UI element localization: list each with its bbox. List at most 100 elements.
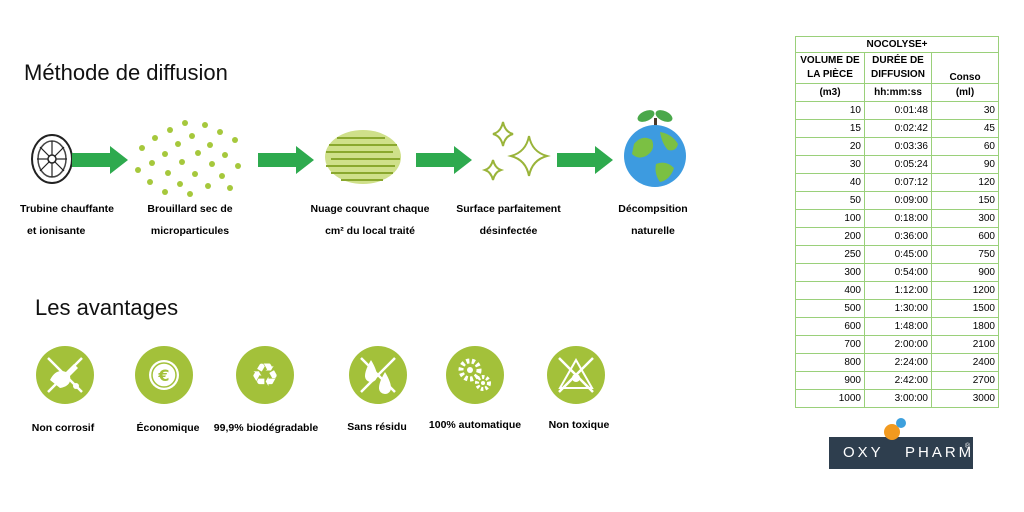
arrow-right-icon bbox=[258, 146, 314, 174]
consumption-table: NOCOLYSE+ VOLUME DE LA PIÈCE DURÉE DE DI… bbox=[795, 36, 999, 408]
cell-volume: 900 bbox=[795, 371, 865, 390]
logo-left-text: OXY bbox=[843, 444, 884, 461]
cell-conso: 1200 bbox=[931, 281, 999, 300]
logo-right-text: PHARM bbox=[905, 444, 975, 461]
no-drops-icon bbox=[349, 346, 407, 404]
advantage-label: Non toxique bbox=[548, 419, 610, 431]
advantage-label: Non corrosif bbox=[31, 422, 95, 434]
logo-registered-mark: ® bbox=[965, 443, 971, 450]
logo-blue-dot bbox=[896, 418, 906, 428]
cell-duration: 0:05:24 bbox=[864, 155, 932, 174]
oxypharm-logo: OXY PHARM ® bbox=[829, 437, 973, 469]
method-title: Méthode de diffusion bbox=[24, 60, 228, 85]
cell-duration: 1:48:00 bbox=[864, 317, 932, 336]
advantage-label: 99,9% biodégradable bbox=[213, 422, 319, 434]
header-conso: Conso bbox=[931, 52, 999, 84]
unit-conso: (ml) bbox=[931, 83, 999, 102]
step-caption: Trubine chauffante et ionisante bbox=[2, 198, 132, 242]
cell-duration: 0:45:00 bbox=[864, 245, 932, 264]
header-duration: DURÉE DE DIFFUSION bbox=[864, 52, 932, 84]
mist-icon bbox=[130, 118, 245, 198]
step-caption: Décompsition naturelle bbox=[598, 198, 708, 242]
step-caption-line2: désinfectée bbox=[479, 225, 538, 237]
cell-conso: 120 bbox=[931, 173, 999, 192]
cell-conso: 90 bbox=[931, 155, 999, 174]
cell-conso: 750 bbox=[931, 245, 999, 264]
cell-conso: 900 bbox=[931, 263, 999, 282]
header-volume-line1: VOLUME DE bbox=[800, 55, 860, 66]
advantage-label: 100% automatique bbox=[428, 419, 522, 431]
cell-volume: 50 bbox=[795, 191, 865, 210]
step-caption-line1: Trubine chauffante bbox=[20, 203, 114, 215]
cloud-icon bbox=[323, 128, 403, 191]
step-caption-line2: et ionisante bbox=[27, 225, 86, 237]
cell-volume: 200 bbox=[795, 227, 865, 246]
header-volume: VOLUME DE LA PIÈCE bbox=[795, 52, 865, 84]
cell-volume: 15 bbox=[795, 119, 865, 138]
cell-conso: 600 bbox=[931, 227, 999, 246]
cell-duration: 0:02:42 bbox=[864, 119, 932, 138]
cell-volume: 600 bbox=[795, 317, 865, 336]
cell-volume: 40 bbox=[795, 173, 865, 192]
arrow-right-icon bbox=[557, 146, 613, 174]
cell-volume: 800 bbox=[795, 353, 865, 372]
step-caption-line2: cm² du local traité bbox=[325, 225, 415, 237]
cell-volume: 20 bbox=[795, 137, 865, 156]
step-caption-line1: Surface parfaitement bbox=[456, 203, 561, 215]
cell-duration: 0:09:00 bbox=[864, 191, 932, 210]
no-corrosion-icon bbox=[36, 346, 94, 404]
cell-volume: 700 bbox=[795, 335, 865, 354]
step-caption-line1: Brouillard sec de bbox=[147, 203, 233, 215]
cell-duration: 2:42:00 bbox=[864, 371, 932, 390]
cell-conso: 150 bbox=[931, 191, 999, 210]
unit-volume: (m3) bbox=[795, 83, 865, 102]
step-caption-line2: naturelle bbox=[631, 225, 675, 237]
cell-volume: 30 bbox=[795, 155, 865, 174]
cell-volume: 250 bbox=[795, 245, 865, 264]
euro-coin-icon: € bbox=[135, 346, 193, 404]
step-caption: Nuage couvrant chaque cm² du local trait… bbox=[300, 198, 440, 242]
header-duration-line1: DURÉE DE bbox=[872, 55, 924, 66]
header-duration-line2: DIFFUSION bbox=[871, 69, 925, 80]
svg-text:€: € bbox=[157, 366, 169, 385]
cell-conso: 2400 bbox=[931, 353, 999, 372]
cell-duration: 0:18:00 bbox=[864, 209, 932, 228]
step-caption-line2: microparticules bbox=[150, 225, 230, 237]
cell-volume: 500 bbox=[795, 299, 865, 318]
cell-conso: 2700 bbox=[931, 371, 999, 390]
svg-text:♻: ♻ bbox=[251, 356, 280, 394]
cell-conso: 45 bbox=[931, 119, 999, 138]
cell-conso: 60 bbox=[931, 137, 999, 156]
table-title: NOCOLYSE+ bbox=[795, 36, 999, 53]
advantage-label: Sans résidu bbox=[347, 421, 407, 433]
arrow-right-icon bbox=[416, 146, 472, 174]
no-toxic-icon bbox=[547, 346, 605, 404]
cell-duration: 0:54:00 bbox=[864, 263, 932, 282]
cell-volume: 400 bbox=[795, 281, 865, 300]
cell-conso: 30 bbox=[931, 101, 999, 120]
cell-conso: 2100 bbox=[931, 335, 999, 354]
cell-duration: 1:12:00 bbox=[864, 281, 932, 300]
step-caption: Surface parfaitement désinfectée bbox=[446, 198, 571, 242]
advantages-title: Les avantages bbox=[35, 295, 179, 320]
cell-conso: 1800 bbox=[931, 317, 999, 336]
cell-conso: 300 bbox=[931, 209, 999, 228]
logo-orange-dot bbox=[884, 424, 900, 440]
cell-conso: 1500 bbox=[931, 299, 999, 318]
cell-duration: 0:01:48 bbox=[864, 101, 932, 120]
